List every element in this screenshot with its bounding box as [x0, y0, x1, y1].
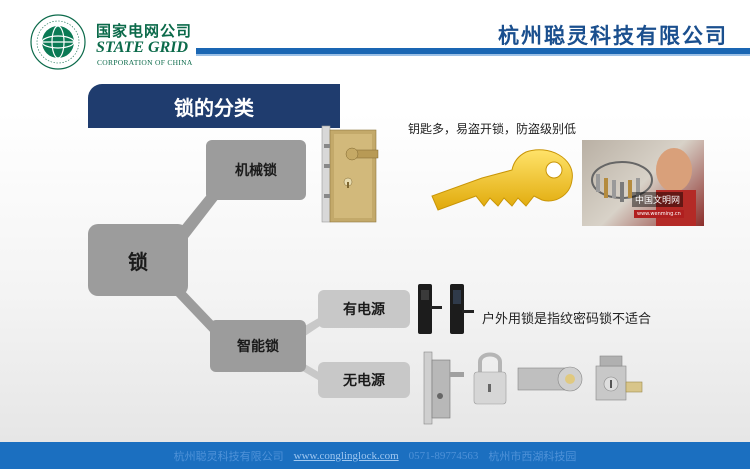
logo-chinese-name: 国家电网公司 [96, 22, 193, 40]
state-grid-logo: 国家电网公司 STATE GRID CORPORATION OF CHINA [30, 14, 200, 70]
logo-subtitle: CORPORATION OF CHINA [97, 58, 193, 67]
tree-node-smart: 智能锁 [210, 320, 306, 372]
tree-node-with-power: 有电源 [318, 290, 410, 328]
globe-logo-icon [30, 14, 86, 70]
photo-watermark: 中国文明网 [632, 192, 684, 207]
footer-bar: 杭州聪灵科技有限公司 www.conglinglock.com 0571-897… [0, 442, 750, 469]
header-divider-light [196, 54, 750, 56]
connector-smart [176, 286, 220, 336]
keys-bunch-photo: 中国文明网 www.wenming.cn [582, 140, 704, 226]
footer-website-link[interactable]: www.conglinglock.com [293, 449, 399, 462]
company-title: 杭州聪灵科技有限公司 [498, 24, 728, 48]
cylinder-lock-image [517, 366, 583, 392]
fingerprint-lock-image [418, 284, 474, 334]
cabinet-lock-image [595, 355, 643, 401]
header-divider [196, 48, 750, 54]
tree-node-mechanical: 机械锁 [206, 140, 306, 200]
padlock-image [473, 352, 507, 405]
footer-address: 杭州市西湖科技园 [488, 450, 577, 463]
gold-key-image [431, 149, 573, 211]
keys-bunch-illustration [591, 148, 696, 226]
tree-root-lock: 锁 [88, 224, 188, 296]
footer-phone: 0571-89774563 [408, 449, 479, 462]
footer-company: 杭州聪灵科技有限公司 [173, 450, 284, 463]
mortise-lock-image [423, 351, 464, 425]
logo-english-name: STATE GRID [96, 39, 189, 56]
outdoor-caption: 户外用锁是指纹密码锁不适合 [482, 312, 652, 327]
tree-node-without-power: 无电源 [318, 362, 410, 398]
mechanical-lock-image [321, 125, 379, 223]
section-title: 锁的分类 [88, 84, 340, 128]
photo-watermark-url: www.wenming.cn [634, 210, 684, 218]
keys-caption: 钥匙多，易盗开锁，防盗级别低 [408, 122, 577, 136]
